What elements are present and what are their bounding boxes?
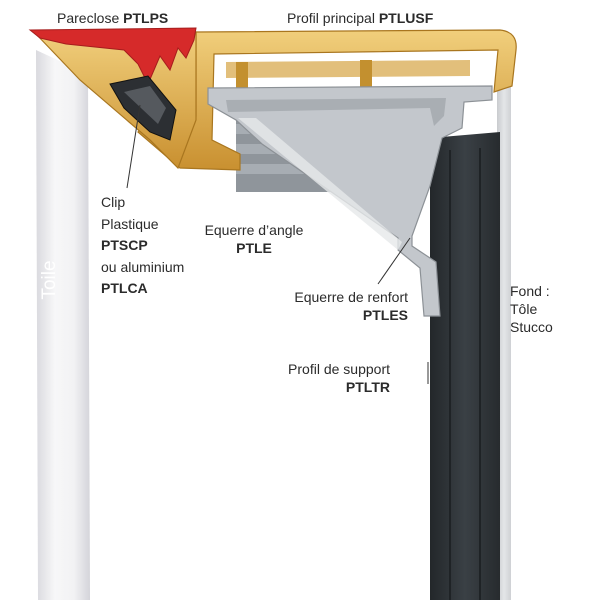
fond-wall xyxy=(497,60,511,600)
label-profil-support: Profil de support PTLTR xyxy=(288,361,390,395)
pareclose-cap xyxy=(28,27,197,86)
toile-fabric xyxy=(36,50,90,600)
leader-lines xyxy=(126,104,429,384)
label-fond: Fond : Tôle Stucco xyxy=(510,283,553,335)
label-clip: Clip Plastique PTSCP ou aluminium PTLCA xyxy=(101,194,185,296)
support-profile xyxy=(430,132,500,600)
label-equerre-angle: Equerre d’angle PTLE xyxy=(204,222,304,256)
label-pareclose: Pareclose PTLPS xyxy=(57,10,169,26)
label-profil-principal: Profil principal PTLUSF xyxy=(287,10,434,26)
label-toile: Toile xyxy=(39,260,60,300)
label-equerre-renfort: Equerre de renfort PTLES xyxy=(294,289,408,323)
